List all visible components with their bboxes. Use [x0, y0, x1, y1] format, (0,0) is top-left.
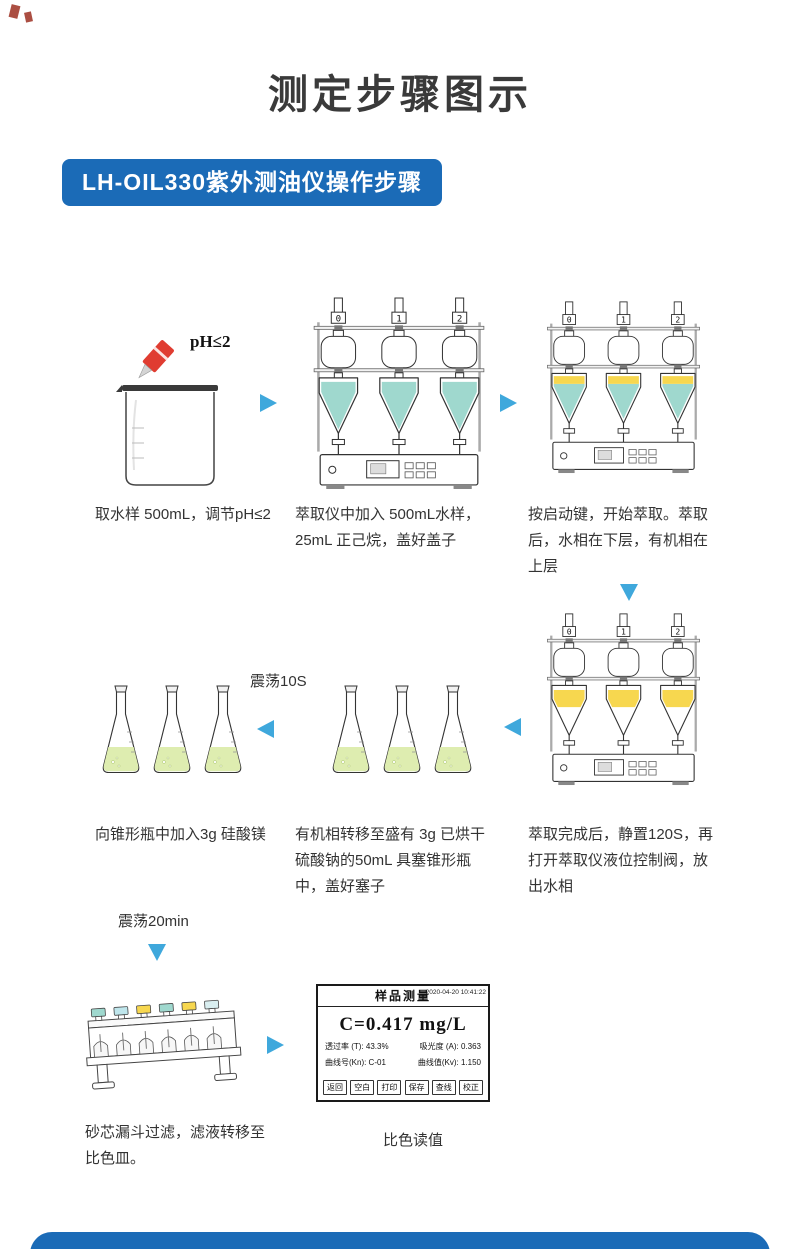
filter-rack-illustration: [86, 999, 242, 1090]
arrow-right-icon: [260, 394, 277, 412]
screen-info-row-2: 曲线号(Kn): C-01 曲线值(Kv): 1.150: [325, 1057, 481, 1068]
extractor-illustration-1: 0 1 2: [308, 296, 490, 490]
svg-text:2: 2: [675, 627, 680, 637]
bottom-panel: [30, 1232, 770, 1249]
svg-text:0: 0: [336, 314, 341, 324]
screen-title: 样品测量: [374, 989, 431, 1003]
screen-button-calibrate: 校正: [458, 1080, 483, 1095]
corner-decor: [24, 11, 33, 23]
screen-buttons: 返回 空白 打印 保存 查线 校正: [323, 1080, 483, 1095]
arrow-right-icon: [267, 1036, 284, 1054]
screen-header: 样品测量 2020-04-20 10:41:22: [318, 986, 488, 1007]
concentration-reading: C=0.417 mg/L: [339, 1014, 467, 1035]
screen-button-back: 返回: [323, 1080, 347, 1095]
screen-button-curve: 查线: [431, 1080, 456, 1095]
instrument-screen: 样品测量 2020-04-20 10:41:22 C=0.417 mg/L 透过…: [316, 984, 490, 1102]
svg-text:1: 1: [621, 315, 626, 325]
transmittance-value: 透过率 (T): 43.3%: [325, 1042, 389, 1051]
arrow-down-icon: [148, 944, 166, 961]
flasks-illustration-left: [102, 685, 242, 774]
svg-text:0: 0: [567, 627, 572, 637]
page-title: 测定步骤图示: [268, 73, 532, 117]
svg-text:1: 1: [621, 627, 626, 637]
section-banner: LH-OIL330紫外测油仪操作步骤: [62, 159, 442, 206]
step6-caption: 向锥形瓶中加入3g 硅酸镁: [95, 826, 266, 843]
absorbance-value: 吸光度 (A): 0.363: [419, 1042, 481, 1051]
arrow-down-icon: [620, 584, 638, 601]
screen-button-save: 保存: [404, 1080, 429, 1095]
screen-info-row-1: 透过率 (T): 43.3% 吸光度 (A): 0.363: [325, 1041, 481, 1052]
arrow-left-icon: [257, 720, 274, 738]
step2-caption: 萃取仪中加入 500mL水样， 25mL 正己烷，盖好盖子: [295, 506, 481, 549]
step7-caption: 砂芯漏斗过滤，滤液转移至 比色皿。: [85, 1124, 266, 1167]
shake-10s-label: 震荡10S: [250, 673, 307, 690]
flasks-illustration-middle: [332, 685, 472, 774]
curve-value: 曲线值(Kv): 1.150: [417, 1058, 481, 1067]
step4-caption: 萃取完成后，静置120S，再 打开萃取仪液位控制阀，放 出水相: [528, 826, 714, 895]
extractor-illustration-2: 0 1 2: [542, 300, 705, 474]
screen-datetime: 2020-04-20 10:41:22: [425, 989, 486, 996]
step5-caption: 有机相转移至盛有 3g 已烘干 硫酸钠的50mL 具塞锥形瓶 中，盖好塞子: [295, 826, 486, 895]
step8-caption: 比色读值: [383, 1132, 444, 1149]
arrow-left-icon: [504, 718, 521, 736]
svg-text:2: 2: [675, 315, 680, 325]
svg-text:1: 1: [396, 314, 401, 324]
corner-decor: [8, 4, 21, 19]
step3-caption: 按启动键，开始萃取。萃取 后，水相在下层，有机相在 上层: [528, 506, 709, 575]
arrow-right-icon: [500, 394, 517, 412]
svg-text:0: 0: [567, 315, 572, 325]
shake-20min-label: 震荡20min: [118, 913, 189, 930]
svg-text:2: 2: [457, 314, 462, 324]
extractor-illustration-3: 0 1 2: [542, 612, 705, 786]
screen-button-blank: 空白: [350, 1080, 375, 1095]
beaker-illustration: [116, 340, 218, 486]
step1-caption: 取水样 500mL，调节pH≤2: [95, 506, 271, 523]
curve-number: 曲线号(Kn): C-01: [325, 1058, 386, 1067]
screen-button-print: 打印: [377, 1080, 402, 1095]
ph-label: pH≤2: [190, 332, 231, 351]
